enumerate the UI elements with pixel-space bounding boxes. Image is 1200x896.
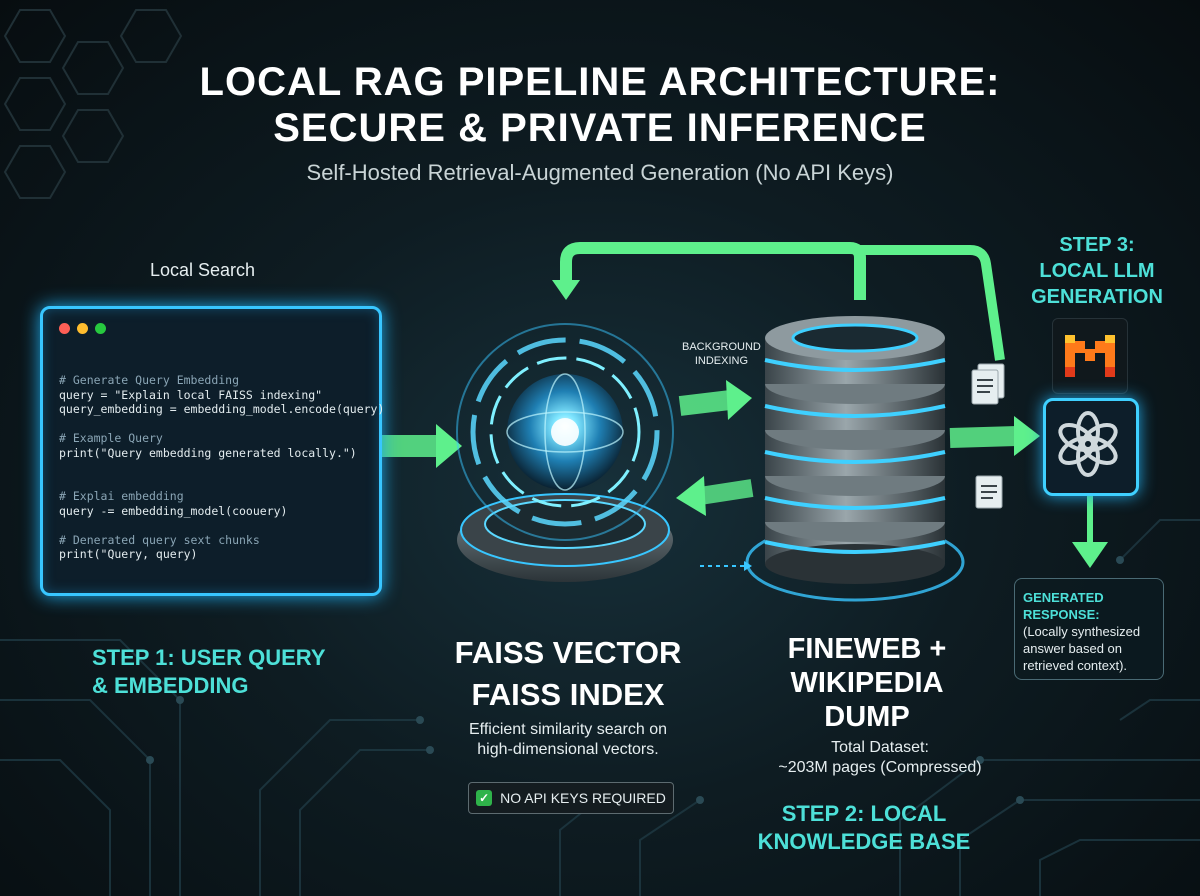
page-title-line2: SECURE & PRIVATE INFERENCE	[273, 106, 927, 150]
step1-label-line2: & EMBEDDING	[92, 673, 249, 698]
close-dot-icon[interactable]	[59, 323, 70, 334]
maximize-dot-icon[interactable]	[95, 323, 106, 334]
database-stack-graphic	[745, 316, 965, 602]
knowledge-title-line1: FINEWEB +	[787, 633, 947, 665]
code-line: # Generate Query Embedding	[59, 373, 240, 387]
code-line: query_embedding = embedding_model.encode…	[59, 402, 385, 416]
code-line: query = "Explain local FAISS indexing"	[59, 387, 323, 402]
background-indexing-label: BACKGROUND INDEXING	[682, 340, 761, 368]
step2-label-line2: KNOWLEDGE BASE	[757, 829, 971, 854]
badge-label: NO API KEYS REQUIRED	[500, 790, 666, 806]
openai-knot-icon	[1058, 411, 1118, 477]
code-line: query -= embedding_model(coouery)	[59, 503, 288, 518]
step2-label-line1: STEP 2: LOCAL	[781, 801, 947, 826]
no-api-keys-badge: ✓ NO API KEYS REQUIRED	[468, 782, 674, 814]
indexing-line1: BACKGROUND	[682, 341, 761, 353]
page-subtitle: Self-Hosted Retrieval-Augmented Generati…	[306, 160, 894, 185]
faiss-desc-line2: high-dimensional vectors.	[477, 741, 659, 758]
page-title-line1: LOCAL RAG PIPELINE ARCHITECTURE:	[199, 60, 1001, 104]
step1-label-line1: STEP 1: USER QUERY	[92, 645, 326, 670]
faiss-orb-graphic	[456, 323, 674, 582]
knowledge-desc-line1: Total Dataset:	[831, 739, 929, 756]
code-line: print("Query embedding generated locally…	[59, 445, 357, 460]
knowledge-title-line2: WIKIPEDIA	[790, 667, 944, 699]
knowledge-desc-line2: ~203M pages (Compressed)	[778, 759, 982, 776]
step2-label: STEP 2: LOCAL KNOWLEDGE BASE	[752, 800, 976, 856]
response-label: GENERATED RESPONSE:	[1023, 590, 1104, 622]
code-line	[59, 518, 384, 533]
code-line	[59, 475, 384, 490]
faiss-title-line2: FAISS INDEX	[471, 677, 665, 712]
document-icons	[971, 363, 1005, 509]
knowledge-title: FINEWEB + WIKIPEDIA DUMP	[755, 632, 979, 734]
checkmark-icon: ✓	[476, 790, 493, 806]
indexing-line2: INDEXING	[694, 355, 749, 367]
step3-label: STEP 3: LOCAL LLM GENERATION	[1020, 232, 1174, 310]
faiss-desc-line1: Efficient similarity search on	[469, 721, 667, 738]
mistral-logo-icon	[1052, 318, 1128, 394]
code-line	[59, 417, 384, 432]
faiss-title: FAISS VECTOR FAISS INDEX	[440, 632, 696, 716]
code-line: # Explai embedding	[59, 489, 184, 503]
step3-label-line1: STEP 3:	[1059, 234, 1135, 256]
code-line: print("Query, query)	[59, 547, 198, 561]
step1-label: STEP 1: USER QUERY & EMBEDDING	[92, 644, 326, 700]
response-text: (Locally synthesized answer based on ret…	[1023, 624, 1141, 673]
code-line	[59, 460, 384, 475]
minimize-dot-icon[interactable]	[77, 323, 88, 334]
llm-model-icon[interactable]	[1043, 398, 1139, 496]
code-line: # Example Query	[59, 431, 163, 445]
code-line: # Denerated query sext chunks	[59, 532, 260, 547]
step3-label-line2: LOCAL LLM	[1039, 260, 1155, 282]
faiss-description: Efficient similarity search on high-dime…	[440, 720, 696, 760]
local-search-label: Local Search	[150, 260, 256, 280]
knowledge-description: Total Dataset: ~203M pages (Compressed)	[770, 738, 990, 778]
step3-label-line3: GENERATION	[1031, 286, 1163, 308]
generated-response-box: GENERATED RESPONSE: (Locally synthesized…	[1014, 578, 1164, 680]
faiss-title-line1: FAISS VECTOR	[454, 635, 682, 670]
knowledge-title-line3: DUMP	[824, 701, 910, 733]
